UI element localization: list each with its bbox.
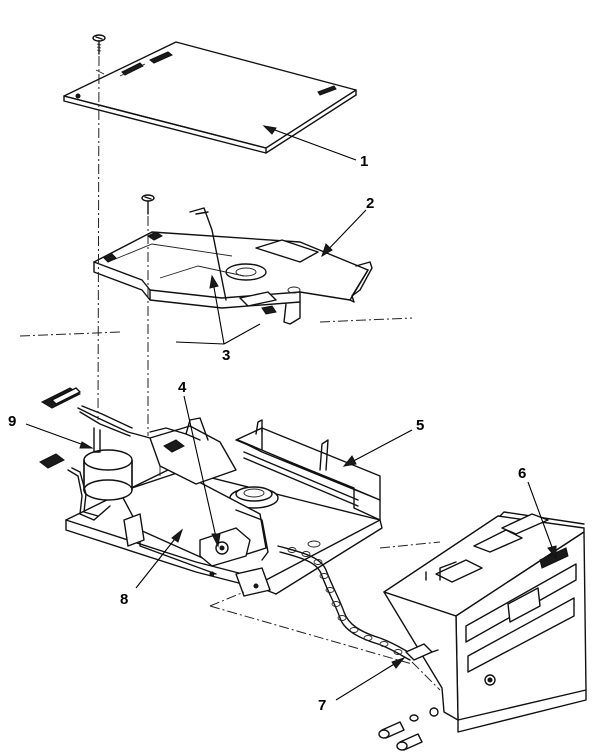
callout-4: 4: [178, 379, 187, 396]
cable-twist: [319, 573, 329, 579]
part-1-circuit-board: [63, 34, 357, 154]
part-5-chassis: [39, 387, 383, 597]
cable-twist: [301, 551, 311, 557]
callout-2: 2: [366, 195, 374, 212]
cable-twist: [325, 587, 335, 593]
alignment-lines: [19, 55, 441, 691]
callout-3: 3: [222, 347, 230, 364]
callout-7: 7: [318, 697, 326, 714]
callout-labels: 1 2 3 4 5 6 7 8 9: [8, 153, 526, 714]
bottom-screw-icon: [378, 714, 423, 751]
callout-9: 9: [8, 413, 16, 430]
part-6-front-bezel: [383, 511, 587, 733]
callout-5: 5: [416, 417, 424, 434]
cable-twist: [393, 649, 403, 655]
cable-twist-markings: [287, 547, 403, 655]
cable-twist: [363, 635, 373, 641]
cable-twist: [379, 641, 389, 647]
callout-8: 8: [120, 591, 128, 608]
part-2-carriage-frame: [93, 194, 373, 325]
callout-leaders: [25, 125, 557, 701]
part-7-twisted-cable: [277, 545, 439, 661]
cable-twist: [337, 615, 347, 621]
board-screw-icon: [92, 34, 106, 55]
cable-twist: [313, 559, 323, 565]
frame-screw-icon: [141, 194, 155, 215]
cable-twist: [331, 601, 341, 607]
cable-twist: [349, 627, 359, 633]
callout-6: 6: [518, 465, 526, 482]
cable-twist: [287, 547, 297, 553]
callout-1: 1: [360, 153, 368, 170]
